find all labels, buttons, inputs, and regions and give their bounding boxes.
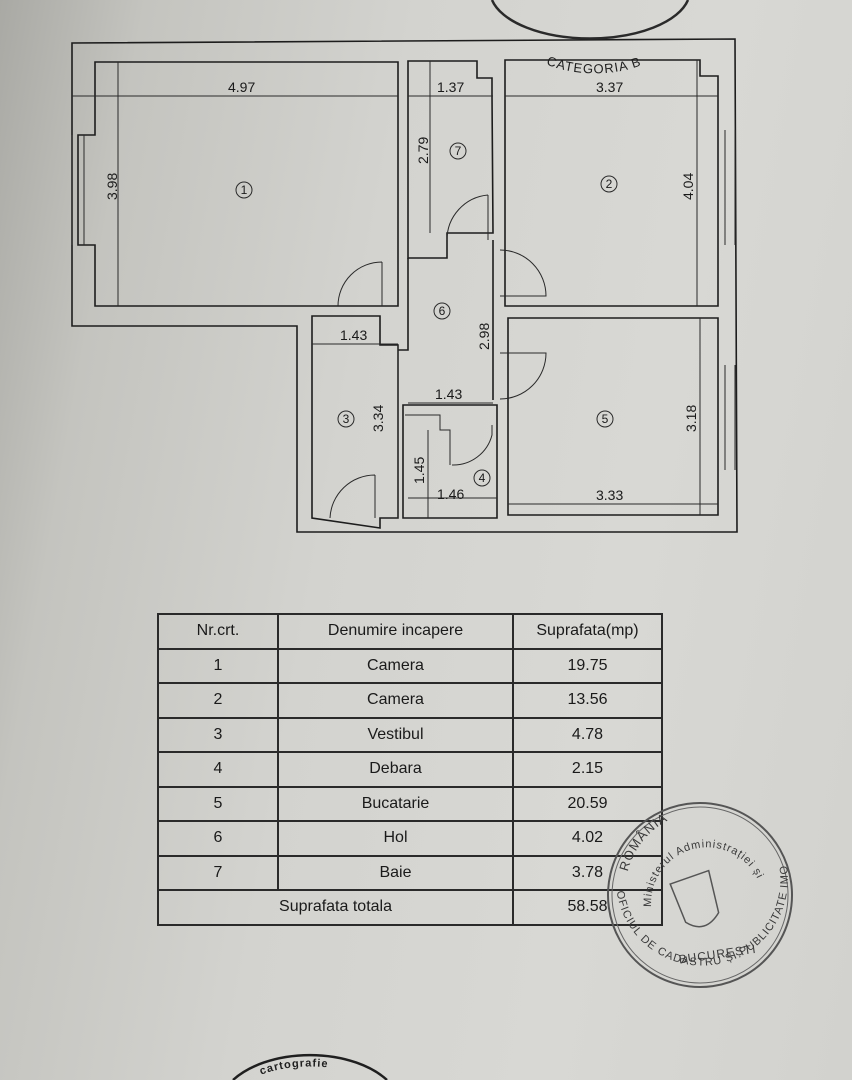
table-header-row: Nr.crt. Denumire incapere Suprafata(mp) [157, 613, 663, 650]
door-room-7 [446, 194, 489, 241]
cell-nr: 1 [157, 647, 279, 684]
cell-nr: 6 [157, 820, 279, 857]
cell-nr: 4 [157, 751, 279, 788]
cell-area: 2.15 [512, 751, 663, 788]
cell-nr: 2 [157, 682, 279, 719]
svg-text:BUCUREȘTI: BUCUREȘTI [678, 942, 758, 967]
door-room-1 [337, 261, 383, 307]
cell-name: Hol [277, 820, 514, 857]
dim-room-3-width: 1.43 [340, 327, 367, 343]
cell-nr: 5 [157, 785, 279, 822]
door-room-4 [451, 425, 493, 466]
cell-area: 20.59 [512, 785, 663, 822]
dim-room-6-width: 1.43 [435, 386, 462, 402]
svg-text:2: 2 [606, 177, 613, 191]
cell-name: Debara [277, 751, 514, 788]
dim-room-4-width: 1.46 [437, 486, 464, 502]
room-1-outline [77, 61, 399, 307]
cell-area: 4.78 [512, 716, 663, 753]
dim-room-5-width: 3.33 [596, 487, 623, 503]
dim-room-6-height: 2.98 [476, 323, 492, 350]
room-4-outline [402, 404, 498, 519]
dim-room-2-width: 3.37 [596, 79, 623, 95]
room-5-outline [507, 317, 719, 516]
dim-room-7-height: 2.79 [415, 137, 431, 164]
dim-room-5-height: 3.18 [683, 405, 699, 432]
cell-area: 4.02 [512, 820, 663, 857]
header-nr: Nr.crt. [157, 613, 279, 650]
total-label: Suprafata totala [157, 889, 514, 926]
svg-text:5: 5 [602, 412, 609, 426]
total-value: 58.58 [512, 889, 663, 926]
cell-nr: 7 [157, 854, 279, 891]
dim-room-1-height: 3.98 [104, 173, 120, 200]
door-entrance [329, 474, 376, 519]
room-7-outline [407, 60, 494, 259]
cell-area: 19.75 [512, 647, 663, 684]
cell-name: Bucatarie [277, 785, 514, 822]
room-number-6: 6 [433, 302, 451, 320]
dim-room-2-height: 4.04 [680, 173, 696, 200]
cell-name: Camera [277, 647, 514, 684]
bottom-stamp: cartografie [232, 1053, 388, 1080]
door-room-2 [499, 249, 547, 297]
svg-text:3: 3 [343, 412, 350, 426]
svg-text:6: 6 [439, 304, 446, 318]
cell-area: 13.56 [512, 682, 663, 719]
dim-room-7-width: 1.37 [437, 79, 464, 95]
coat-of-arms-icon [669, 869, 720, 928]
area-table: Nr.crt. Denumire incapere Suprafata(mp) … [157, 613, 663, 926]
room-number-7: 7 [449, 142, 467, 160]
svg-text:1: 1 [241, 183, 248, 197]
svg-text:7: 7 [455, 144, 462, 158]
cell-nr: 3 [157, 716, 279, 753]
header-area: Suprafata(mp) [512, 613, 663, 650]
cell-area: 3.78 [512, 854, 663, 891]
dim-room-4-height: 1.45 [411, 457, 427, 484]
header-name: Denumire incapere [277, 613, 514, 650]
room-number-4: 4 [473, 469, 491, 487]
cell-name: Camera [277, 682, 514, 719]
cell-name: Baie [277, 854, 514, 891]
room-number-1: 1 [235, 181, 253, 199]
outer-wall [71, 38, 738, 533]
door-room-5 [499, 352, 547, 400]
dim-room-3-height: 3.34 [370, 405, 386, 432]
svg-text:cartografie: cartografie [258, 1057, 329, 1077]
cell-name: Vestibul [277, 716, 514, 753]
room-2-outline [504, 59, 719, 307]
room-number-2: 2 [600, 175, 618, 193]
dim-room-1-width: 4.97 [228, 79, 255, 95]
svg-text:4: 4 [479, 471, 486, 485]
room-number-5: 5 [596, 410, 614, 428]
room-number-3: 3 [337, 410, 355, 428]
table-total-row: Suprafata totala 58.58 [157, 889, 663, 926]
floor-plan: 4.97 3.98 3.37 4.04 1.43 3.34 1.46 1.45 … [71, 38, 738, 533]
